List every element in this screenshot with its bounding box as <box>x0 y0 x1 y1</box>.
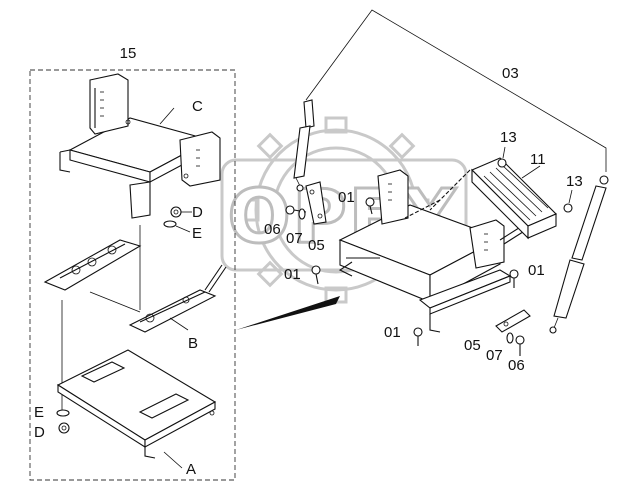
leader-11 <box>521 165 541 179</box>
fastener-d-bottom <box>58 422 70 434</box>
washer-07-left <box>298 208 306 220</box>
label-e-bottom: E <box>34 404 44 421</box>
part-05-bracket-right <box>495 309 531 333</box>
fastener-d-top <box>170 206 192 218</box>
assembly-boundary <box>29 69 236 481</box>
bolt-01-mid-left <box>311 265 321 285</box>
part-03-gas-spring-right <box>549 175 609 334</box>
label-part-03: 03 <box>502 65 519 82</box>
label-part-13-right: 13 <box>566 173 583 190</box>
leader-03 <box>305 9 607 172</box>
part-c-bracket <box>59 73 221 219</box>
label-d-bottom: D <box>34 424 45 441</box>
screw-13-left <box>497 146 507 168</box>
label-part-01-top: 01 <box>338 189 355 206</box>
assembly-pointer-arrow <box>236 296 340 330</box>
label-part-06-left: 06 <box>264 221 281 238</box>
washer-e-top <box>163 220 191 233</box>
part-11-control-panel <box>404 157 557 240</box>
bolt-01-right <box>509 269 519 288</box>
leader-c <box>159 107 175 125</box>
label-part-13-left: 13 <box>500 129 517 146</box>
bolt-01-top <box>365 197 375 215</box>
label-assembly-15: 15 <box>120 45 137 62</box>
label-part-06-right: 06 <box>508 357 525 374</box>
label-part-07-left: 07 <box>286 230 303 247</box>
part-a-base-plate <box>56 349 217 459</box>
screw-13-right <box>563 189 573 213</box>
part-03-gas-spring-left <box>293 99 315 192</box>
bolt-01-bottom <box>413 327 423 346</box>
label-part-01-mid-left: 01 <box>284 266 301 283</box>
bolt-06-right <box>515 335 525 356</box>
part-b-slide-rail <box>43 239 227 333</box>
label-part-05-left: 05 <box>308 237 325 254</box>
washer-07-right <box>506 332 514 344</box>
label-c: C <box>192 98 203 115</box>
label-part-07-right: 07 <box>486 347 503 364</box>
label-part-01-right: 01 <box>528 262 545 279</box>
label-e-top: E <box>192 225 202 242</box>
label-d-top: D <box>192 204 203 221</box>
label-b: B <box>188 335 198 352</box>
washer-e-bottom <box>56 409 70 417</box>
label-part-11: 11 <box>530 151 546 168</box>
watermark-frame <box>220 158 468 272</box>
part-05-bracket-left <box>305 181 327 225</box>
leader-b <box>169 317 189 331</box>
label-a: A <box>186 461 196 478</box>
label-part-01-bottom: 01 <box>384 324 401 341</box>
leader-a <box>163 451 183 469</box>
label-part-05-right: 05 <box>464 337 481 354</box>
main-bracket-assembly <box>338 169 527 333</box>
